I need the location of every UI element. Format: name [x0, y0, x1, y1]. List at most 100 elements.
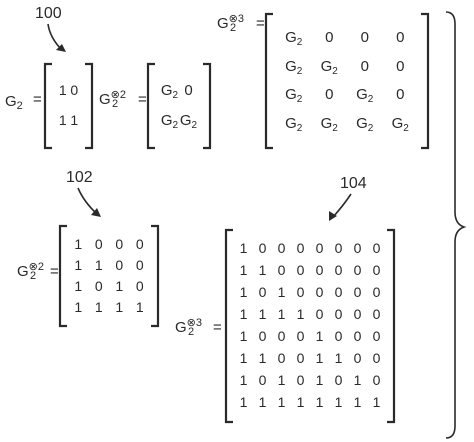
matrix-cell: 0	[296, 262, 305, 278]
matrix-cell: 0	[396, 29, 405, 47]
matrix-cell: 1	[277, 306, 286, 322]
matrix-cell: 1	[239, 350, 248, 366]
matrix-cell: 1	[239, 328, 248, 344]
matrix-cell: 1	[58, 82, 67, 98]
matrix-cell: 1	[115, 298, 124, 315]
matrix-cell: 1	[258, 262, 267, 278]
left-bracket	[58, 224, 67, 328]
matrix-cell: 0	[258, 284, 267, 300]
equals-sign: =	[33, 91, 42, 108]
matrix-cell: 0	[115, 256, 124, 273]
matrix-cell: 1	[277, 394, 286, 410]
matrix-cell: 1	[353, 372, 362, 388]
matrix-cell: 0	[372, 306, 381, 322]
reference-label-102: 102	[66, 169, 93, 186]
matrix-cell: 1	[239, 372, 248, 388]
matrix-cell: 1	[334, 350, 343, 366]
g2-kron2-lhs-102: G⊗22	[17, 261, 45, 282]
right-bracket	[421, 12, 430, 150]
matrix-cell: 1	[94, 256, 103, 273]
matrix-cell: 0	[70, 82, 79, 98]
g2-kron3-lhs: G⊗32	[217, 13, 245, 34]
matrix-cell: 0	[334, 240, 343, 256]
matrix-cell: G2	[285, 57, 303, 77]
matrix-cell: 0	[372, 284, 381, 300]
matrix-cell: 1	[296, 394, 305, 410]
matrix-cell: 0	[325, 29, 334, 47]
matrix-cell: 0	[372, 328, 381, 344]
equals-sign: =	[50, 263, 59, 280]
right-bracket	[151, 224, 160, 328]
matrix-cell: 1	[74, 277, 83, 294]
matrix-cell: 1	[315, 350, 324, 366]
matrix-cell: 0	[334, 372, 343, 388]
right-bracket	[387, 228, 396, 424]
matrix-cell: 1	[315, 372, 324, 388]
matrix-cell: 0	[396, 57, 405, 75]
right-bracket	[203, 62, 212, 150]
matrix-cell: 1	[239, 306, 248, 322]
matrix-cell: 1	[135, 298, 144, 315]
left-bracket	[43, 62, 52, 150]
matrix-cell: 0	[353, 328, 362, 344]
equals-sign: =	[256, 15, 265, 32]
matrix-cell: 0	[296, 328, 305, 344]
matrix-cell: 0	[258, 240, 267, 256]
matrix-cell: 1	[115, 277, 124, 294]
matrix-cell: 0	[372, 240, 381, 256]
right-bracket	[85, 62, 94, 150]
matrix-cell: G2	[320, 57, 338, 77]
matrix-cell: 0	[277, 262, 286, 278]
matrix-cell: 0	[315, 306, 324, 322]
matrix-cell: 0	[360, 57, 369, 75]
leader-arrow-100	[47, 23, 63, 51]
matrix-cell: 0	[334, 328, 343, 344]
matrix-cell: 0	[184, 82, 193, 99]
left-bracket	[264, 12, 273, 150]
matrix-cell: 0	[353, 262, 362, 278]
matrix-cell: 0	[277, 328, 286, 344]
matrix-cell: 1	[372, 394, 381, 410]
reference-label-100: 100	[35, 5, 62, 22]
matrix-cell: 0	[325, 86, 334, 104]
matrix-cell: 0	[296, 284, 305, 300]
matrix-cell: 1	[74, 298, 83, 315]
equals-sign: =	[138, 91, 147, 108]
left-bracket	[224, 228, 233, 424]
matrix-cell: G2	[356, 86, 374, 106]
matrix-cell: 0	[296, 372, 305, 388]
matrix-cell: G2	[160, 112, 179, 131]
matrix-cell: 0	[396, 86, 405, 104]
matrix-cell: 0	[353, 306, 362, 322]
leader-arrow-104	[332, 193, 352, 218]
matrix-cell: 0	[334, 306, 343, 322]
matrix-cell: 1	[94, 298, 103, 315]
leader-arrow-102	[77, 187, 98, 215]
matrix-cell: 1	[239, 262, 248, 278]
matrix-cell: 1	[277, 372, 286, 388]
matrix-cell: 0	[277, 350, 286, 366]
matrix-cell: 0	[334, 262, 343, 278]
matrix-cell: 0	[135, 277, 144, 294]
matrix-cell: 0	[315, 240, 324, 256]
matrix-cell: 0	[372, 372, 381, 388]
matrix-cell: 1	[258, 306, 267, 322]
matrix-cell: 0	[353, 284, 362, 300]
matrix-cell: 1	[58, 112, 67, 128]
matrix-cell: G2	[356, 114, 374, 134]
matrix-cell: 1	[315, 328, 324, 344]
matrix-cell: 0	[258, 328, 267, 344]
matrix-cell: 1	[239, 394, 248, 410]
matrix-cell: G2	[160, 82, 179, 101]
matrix-cell: 0	[360, 29, 369, 47]
matrix-cell: 1	[315, 394, 324, 410]
matrix-cell: G2	[285, 86, 303, 106]
matrix-cell: 1	[74, 235, 83, 252]
matrix-cell: 1	[258, 394, 267, 410]
matrix-cell: 0	[296, 350, 305, 366]
matrix-cell: G2	[391, 114, 409, 134]
grouping-brace	[445, 11, 467, 439]
matrix-cell: 0	[258, 372, 267, 388]
matrix-cell: 0	[296, 240, 305, 256]
matrix-cell: 1	[74, 256, 83, 273]
